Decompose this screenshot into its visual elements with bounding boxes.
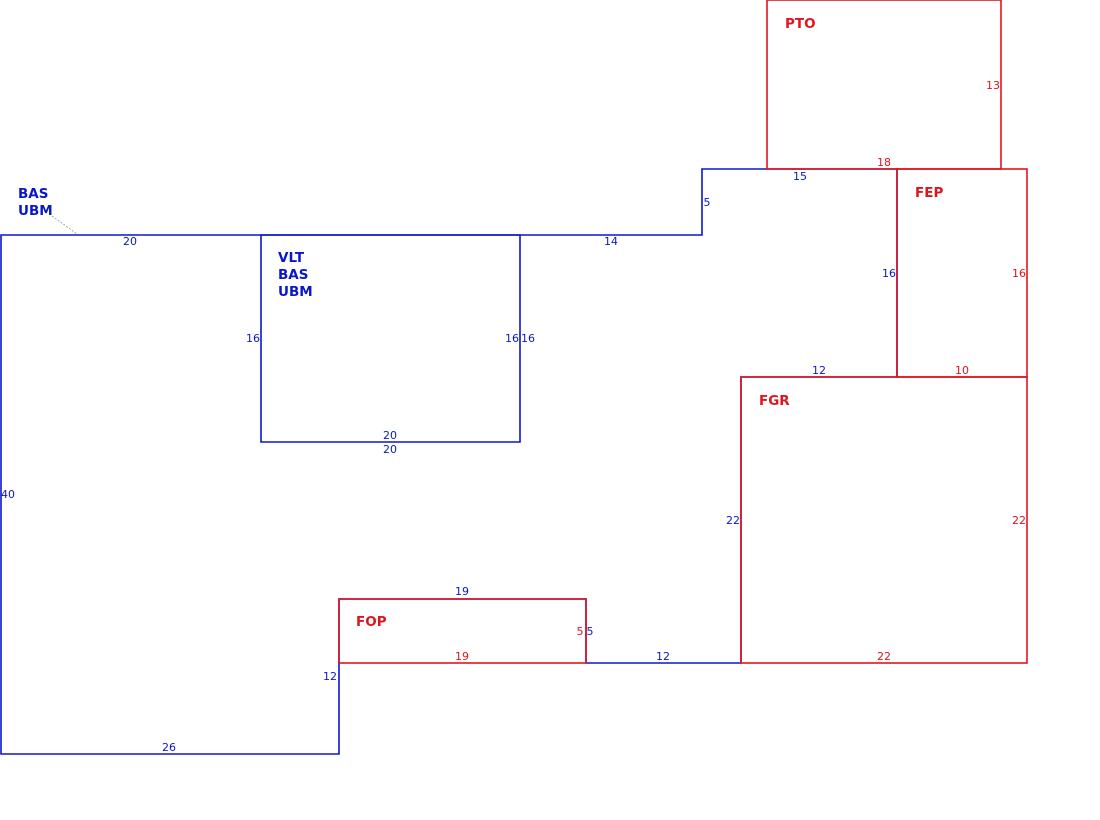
dim-fep-right: 16 xyxy=(1012,267,1026,280)
fgr-area-label: FGR xyxy=(759,393,790,409)
dim-pto-right: 13 xyxy=(986,79,1000,92)
dim-bas-top-left: 20 xyxy=(123,235,137,248)
fep-area-label: FEP xyxy=(915,185,943,201)
pto-area-label: PTO xyxy=(785,16,816,32)
dim-fop-right: 5 xyxy=(577,625,584,638)
dim-bas-vlt-left: 16 xyxy=(246,332,260,345)
dim-bas-fop-side: 5 xyxy=(587,625,594,638)
dim-bas-fop-top: 19 xyxy=(455,585,469,598)
vlt-outline xyxy=(260,234,521,443)
dim-pto-bottom: 18 xyxy=(877,156,891,169)
dim-fop-bottom: 19 xyxy=(455,650,469,663)
fop-area-label: FOP xyxy=(356,614,387,630)
dim-fgr-right: 22 xyxy=(1012,514,1026,527)
dim-bas-top-right: 14 xyxy=(604,235,618,248)
vlt-area-sublabel-2: UBM xyxy=(278,284,313,300)
dim-bas-vlt-bottom: 20 xyxy=(383,443,397,456)
bas-area-sublabel: UBM xyxy=(18,203,53,219)
dim-bas-bottom-middle: 12 xyxy=(656,650,670,663)
bas-outline xyxy=(0,168,898,755)
vlt-area-sublabel-1: BAS xyxy=(278,267,308,283)
dim-bas-fgr-top: 12 xyxy=(812,364,826,377)
bas-area-label: BAS xyxy=(18,186,48,202)
dim-bas-right-lower: 12 xyxy=(323,670,337,683)
bas-label-leader xyxy=(51,215,78,235)
dim-bas-left: 40 xyxy=(1,488,15,501)
dim-bas-fgr-side: 22 xyxy=(726,514,740,527)
dim-fgr-bottom: 22 xyxy=(877,650,891,663)
dim-vlt-bottom: 20 xyxy=(383,429,397,442)
fop-outline xyxy=(338,598,587,664)
dim-bas-step-horizontal: 15 xyxy=(793,170,807,183)
pto-outline xyxy=(766,0,1002,170)
dim-bas-bottom: 26 xyxy=(162,741,176,754)
dim-vlt-right: 16 xyxy=(505,332,519,345)
dim-fep-bottom: 10 xyxy=(955,364,969,377)
fgr-outline xyxy=(740,376,1028,664)
vlt-area-label: VLT xyxy=(278,250,305,266)
dim-bas-step-vertical: 5 xyxy=(704,196,711,209)
dim-bas-vlt-right: 16 xyxy=(521,332,535,345)
dim-bas-fep-side: 16 xyxy=(882,267,896,280)
